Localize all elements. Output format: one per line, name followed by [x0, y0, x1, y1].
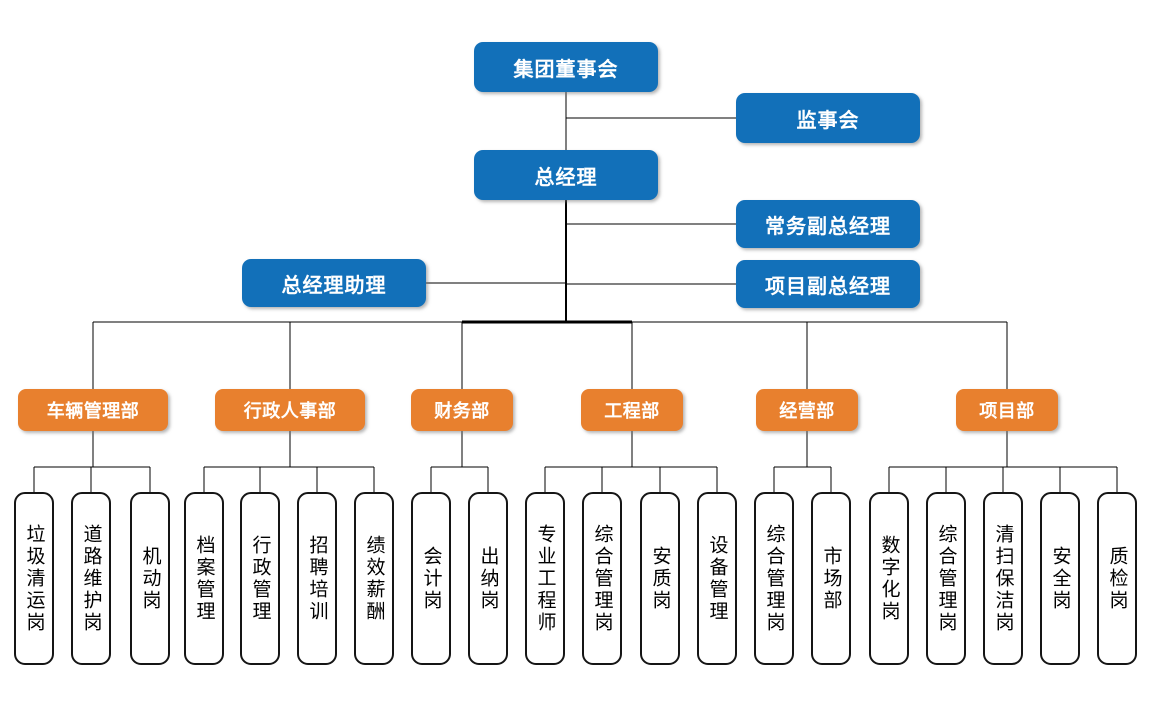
- exec-node-supervisors-label: 监事会: [796, 109, 860, 132]
- position-node-label: 质检岗: [1106, 545, 1128, 612]
- exec-node-gm[interactable]: 总经理: [474, 150, 658, 200]
- department-node-admin-hr[interactable]: 行政人事部: [215, 389, 365, 431]
- position-node[interactable]: 垃圾清运岗: [14, 492, 54, 665]
- exec-node-board[interactable]: 集团董事会: [474, 42, 658, 92]
- exec-node-gm-label: 总经理: [534, 166, 598, 189]
- position-node-label: 市场部: [820, 545, 842, 612]
- exec-node-project-dgm[interactable]: 项目副总经理: [736, 260, 920, 308]
- position-node-label: 专业工程师: [534, 523, 556, 634]
- position-node[interactable]: 机动岗: [130, 492, 170, 665]
- position-node-label: 安质岗: [649, 545, 671, 612]
- position-node-label: 招聘培训: [306, 534, 328, 623]
- exec-node-gm-assistant[interactable]: 总经理助理: [242, 259, 426, 307]
- position-node-label: 机动岗: [139, 545, 161, 612]
- position-node[interactable]: 会计岗: [411, 492, 451, 665]
- position-node[interactable]: 综合管理岗: [582, 492, 622, 665]
- position-node[interactable]: 数字化岗: [869, 492, 909, 665]
- department-node-project[interactable]: 项目部: [956, 389, 1058, 431]
- department-node-vehicle-label: 车辆管理部: [46, 401, 140, 421]
- position-node[interactable]: 档案管理: [184, 492, 224, 665]
- position-node[interactable]: 安质岗: [640, 492, 680, 665]
- position-node-label: 综合管理岗: [591, 523, 613, 634]
- position-node-label: 安全岗: [1049, 545, 1071, 612]
- department-node-operations[interactable]: 经营部: [756, 389, 858, 431]
- position-node-label: 出纳岗: [477, 545, 499, 612]
- position-node[interactable]: 绩效薪酬: [354, 492, 394, 665]
- position-node-label: 绩效薪酬: [363, 534, 385, 623]
- department-node-project-label: 项目部: [979, 401, 1035, 421]
- position-node-label: 垃圾清运岗: [23, 523, 45, 634]
- department-node-vehicle[interactable]: 车辆管理部: [18, 389, 168, 431]
- exec-node-project-dgm-label: 项目副总经理: [765, 275, 891, 298]
- position-node[interactable]: 市场部: [811, 492, 851, 665]
- position-node-label: 综合管理岗: [935, 523, 957, 634]
- position-node[interactable]: 行政管理: [240, 492, 280, 665]
- position-node[interactable]: 出纳岗: [468, 492, 508, 665]
- exec-node-exec-dgm[interactable]: 常务副总经理: [736, 200, 920, 248]
- position-node[interactable]: 安全岗: [1040, 492, 1080, 665]
- position-node-label: 数字化岗: [878, 534, 900, 623]
- position-node[interactable]: 质检岗: [1097, 492, 1137, 665]
- position-node-label: 行政管理: [249, 534, 271, 623]
- position-node-label: 清扫保洁岗: [992, 523, 1014, 634]
- position-node[interactable]: 招聘培训: [297, 492, 337, 665]
- department-node-admin-hr-label: 行政人事部: [243, 401, 337, 421]
- exec-node-gm-assistant-label: 总经理助理: [281, 274, 387, 297]
- exec-node-board-label: 集团董事会: [513, 58, 619, 81]
- position-node-label: 会计岗: [420, 545, 442, 612]
- position-node-label: 设备管理: [706, 534, 728, 623]
- exec-node-exec-dgm-label: 常务副总经理: [765, 215, 891, 238]
- department-node-operations-label: 经营部: [779, 401, 835, 421]
- position-node-label: 综合管理岗: [763, 523, 785, 634]
- department-node-engineering[interactable]: 工程部: [581, 389, 683, 431]
- department-node-finance-label: 财务部: [434, 401, 490, 421]
- position-node-label: 档案管理: [193, 534, 215, 623]
- position-node[interactable]: 专业工程师: [525, 492, 565, 665]
- position-node[interactable]: 设备管理: [697, 492, 737, 665]
- position-node-label: 道路维护岗: [80, 523, 102, 634]
- position-node[interactable]: 道路维护岗: [71, 492, 111, 665]
- position-node[interactable]: 清扫保洁岗: [983, 492, 1023, 665]
- position-node[interactable]: 综合管理岗: [754, 492, 794, 665]
- department-node-finance[interactable]: 财务部: [411, 389, 513, 431]
- exec-node-supervisors[interactable]: 监事会: [736, 93, 920, 143]
- position-node[interactable]: 综合管理岗: [926, 492, 966, 665]
- department-node-engineering-label: 工程部: [604, 401, 660, 421]
